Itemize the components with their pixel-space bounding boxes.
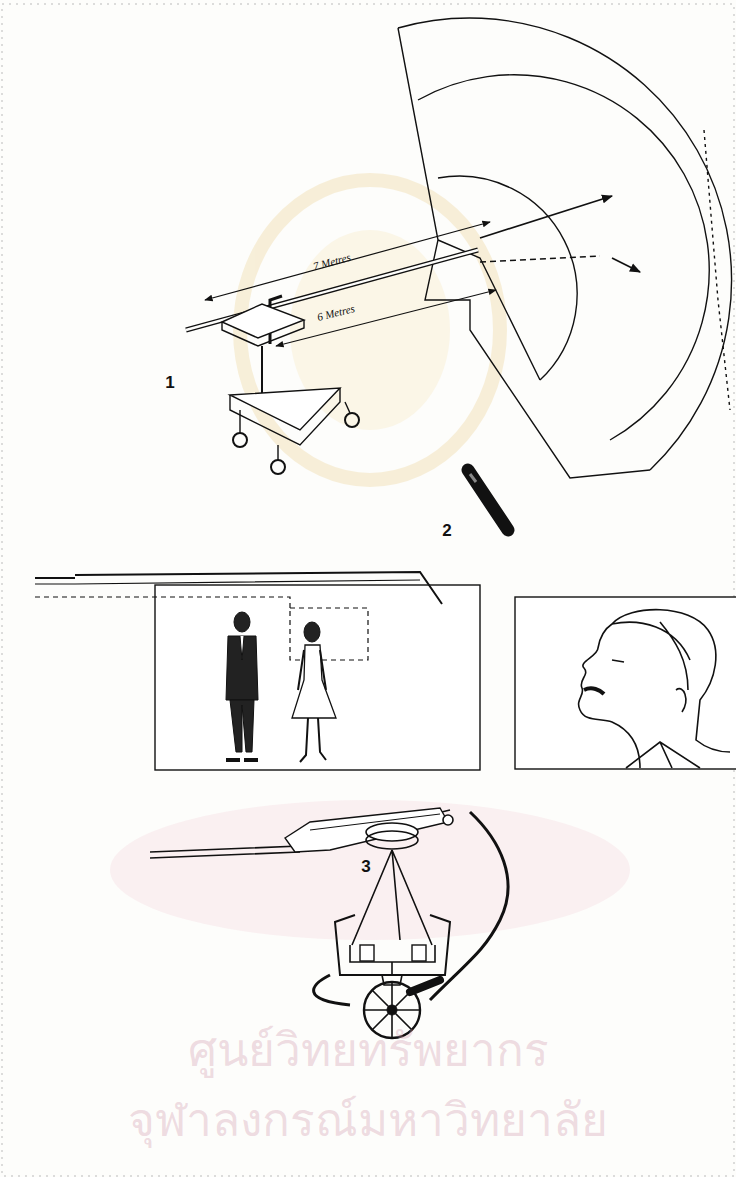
boom-dolly: [186, 250, 478, 474]
trousers: [230, 700, 254, 752]
dolly-base: [230, 388, 340, 430]
closeup-frame: [515, 597, 736, 769]
head-profile: [579, 610, 730, 768]
wheel-stem: [240, 402, 350, 460]
dimension-lines: [205, 196, 640, 346]
watermark: จุฬาลงกรณ์มหาวิทยาลัย: [128, 1097, 608, 1143]
ear: [676, 689, 686, 712]
dimension-arrow: [276, 290, 496, 346]
dimension-arrow: [205, 222, 490, 300]
fan-edge: [438, 240, 540, 380]
shirt: [240, 636, 244, 660]
seal-base: [110, 800, 630, 940]
fan-edge: [398, 28, 650, 478]
pivot: [443, 815, 453, 825]
hand-boom: [150, 808, 508, 1038]
woman-figure: [292, 622, 336, 762]
direction-arrow: [480, 196, 612, 238]
fan-outer-arc: [398, 18, 732, 470]
pulley: [366, 823, 418, 841]
cable: [430, 812, 508, 1000]
cradle-base: [350, 945, 435, 962]
direction-arrow: [612, 258, 640, 272]
boom-pole: [35, 572, 442, 604]
seal-watermark: [110, 180, 630, 940]
callout-number: 2: [442, 522, 451, 539]
cable: [314, 975, 350, 1005]
axis-dashed: [480, 256, 600, 262]
boom-grip: [285, 808, 448, 852]
callout-number: 1: [165, 374, 174, 391]
head: [234, 612, 250, 632]
pulley: [366, 831, 418, 849]
page-edge: [2, 4, 734, 1176]
collar: [626, 742, 700, 768]
boom-pole: [35, 580, 420, 584]
arms: [298, 650, 326, 690]
man-figure: [226, 612, 258, 760]
face-outline: [579, 624, 640, 768]
legs: [300, 718, 326, 762]
microphone: [410, 980, 440, 992]
dolly-wheel: [271, 460, 285, 474]
moustache: [584, 688, 604, 694]
frame-line: [35, 597, 290, 608]
scene-frame: [155, 585, 480, 770]
dress: [292, 645, 336, 718]
eye: [612, 660, 624, 662]
microphone: [468, 470, 508, 530]
cradle-clip: [360, 945, 374, 961]
microphone-grille: [470, 474, 476, 482]
fan-inner-arc: [438, 176, 577, 380]
head-outline: [612, 610, 730, 752]
dolly-wheel: [233, 433, 247, 447]
fan-middle-arc: [418, 75, 709, 440]
jacket: [226, 636, 258, 700]
shoes: [226, 758, 258, 762]
frame-limit: [290, 608, 368, 660]
callout-number: 3: [361, 858, 370, 875]
dolly-column: [261, 346, 263, 398]
cradle-arm: [352, 850, 432, 945]
dolly-wheel: [345, 413, 359, 427]
watermark: ศูนย์วิทยทรัพยากร: [188, 1027, 549, 1073]
cradle-clip: [412, 945, 426, 961]
pickup-fan: [398, 18, 732, 478]
head: [304, 622, 320, 642]
hair: [612, 622, 690, 690]
fan-dashed-edge: [704, 130, 730, 410]
